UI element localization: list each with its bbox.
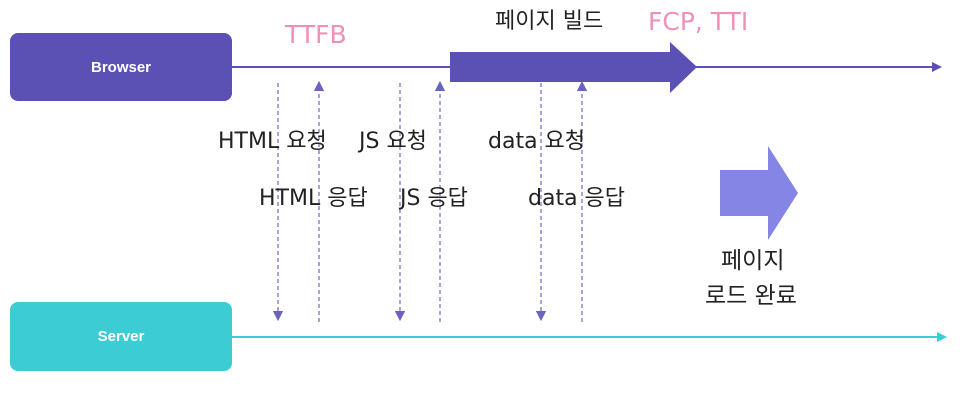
page-build-label: 페이지 빌드 (495, 9, 604, 34)
fcp-tti-label: FCP, TTI (648, 7, 749, 36)
page-load-complete-line2: 로드 완료 (705, 283, 797, 309)
page-build-arrow (450, 42, 697, 93)
data-request-label: data 요청 (488, 129, 586, 154)
page-load-arrow (720, 146, 798, 240)
data-response-label: data 응답 (528, 186, 626, 211)
browser-box: Browser (10, 33, 232, 101)
server-box: Server (10, 302, 232, 371)
page-load-complete-line1: 페이지 (721, 248, 785, 274)
js-response-label: JS 응답 (400, 186, 468, 211)
browser-label: Browser (90, 58, 152, 76)
server-label: Server (97, 328, 145, 345)
server-timeline-arrowhead (937, 332, 947, 342)
ttfb-label: TTFB (285, 20, 347, 49)
html-response-label: HTML 응답 (259, 186, 368, 211)
browser-timeline-arrowhead (932, 62, 942, 72)
js-request-label: JS 요청 (359, 129, 427, 154)
html-request-label: HTML 요청 (218, 129, 327, 154)
